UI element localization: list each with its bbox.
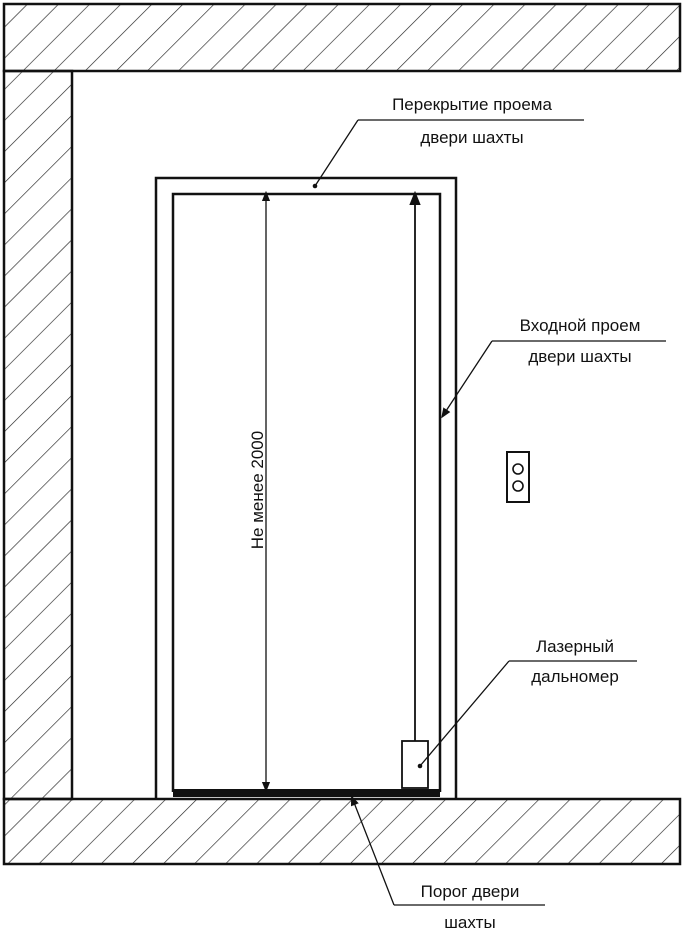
leader-entrance: [441, 340, 666, 419]
label-rangefinder-line2: дальномер: [531, 667, 619, 686]
door-frame-outer: [154, 176, 458, 799]
call-button-panel: [506, 451, 530, 503]
leader-lintel: [312, 119, 584, 189]
label-lintel-line2: двери шахты: [420, 128, 523, 147]
label-rangefinder-line1: Лазерный: [536, 637, 614, 656]
door-opening-inner: [171, 192, 442, 792]
floor-slab: [2, 797, 682, 866]
label-entrance-line2: двери шахты: [528, 347, 631, 366]
label-entrance-line1: Входной проем: [520, 316, 641, 335]
leader-sill: [351, 795, 545, 906]
top-slab: [2, 2, 682, 73]
label-sill-line2: шахты: [444, 913, 495, 932]
call-button-lower: [512, 480, 524, 492]
door-sill: [173, 789, 440, 797]
label-sill-line1: Порог двери: [421, 882, 520, 901]
dimension-label: Не менее 2000: [248, 431, 267, 549]
left-wall: [2, 69, 74, 801]
call-button-upper: [512, 463, 524, 475]
label-lintel-line1: Перекрытие проема: [392, 95, 552, 114]
laser-rangefinder-device: [401, 740, 429, 789]
leader-rangefinder: [417, 660, 637, 769]
